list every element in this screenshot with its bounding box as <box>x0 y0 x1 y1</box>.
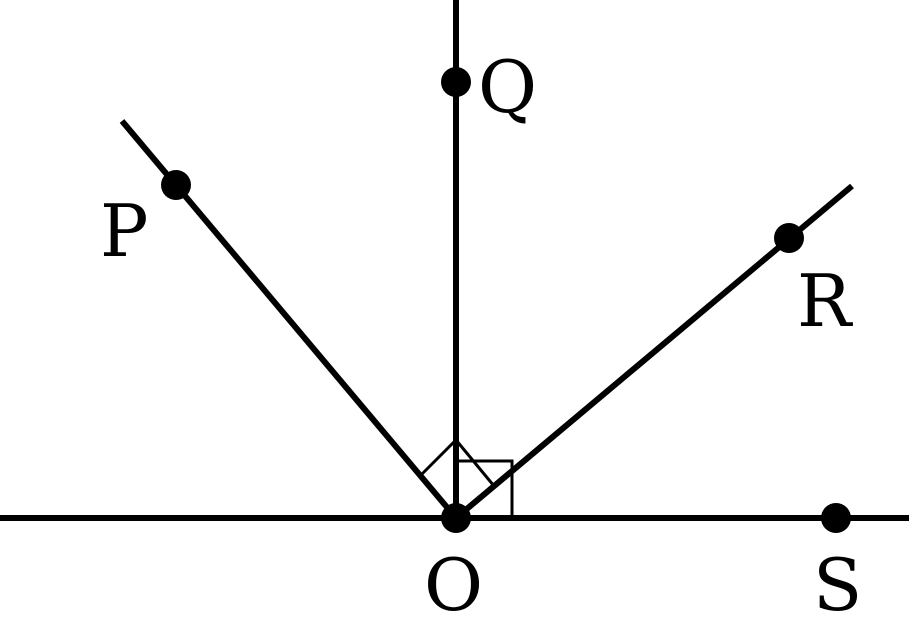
label-r: R <box>797 259 853 343</box>
label-s: S <box>813 543 862 627</box>
label-o: O <box>424 543 483 627</box>
label-p: P <box>100 189 148 273</box>
point-r <box>774 223 804 253</box>
right-angle-mark-por <box>418 437 496 487</box>
point-s <box>821 503 851 533</box>
point-o <box>441 503 471 533</box>
label-q: Q <box>478 45 537 129</box>
point-q <box>441 67 471 97</box>
point-p <box>161 170 191 200</box>
